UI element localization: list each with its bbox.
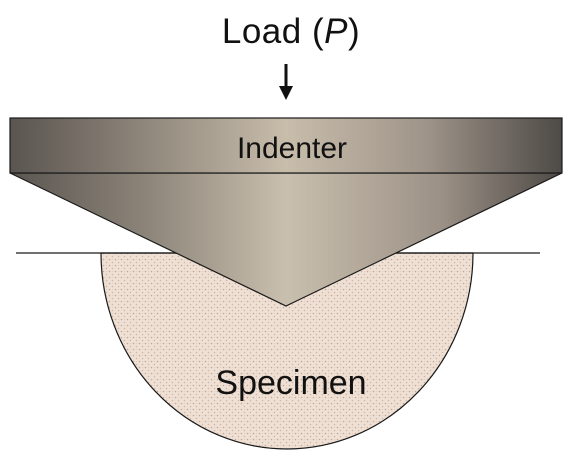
specimen-label: Specimen <box>215 364 367 402</box>
load-label-suffix: ) <box>347 12 361 51</box>
specimen-body <box>100 252 474 450</box>
load-label-prefix: Load ( <box>221 12 325 51</box>
load-symbol: P <box>324 12 348 51</box>
indenter-label: Indenter <box>236 132 348 165</box>
load-label: Load (P) <box>0 12 582 52</box>
indenter-block <box>9 117 563 174</box>
indenter-cone <box>9 172 563 307</box>
load-arrow-icon <box>279 64 293 100</box>
